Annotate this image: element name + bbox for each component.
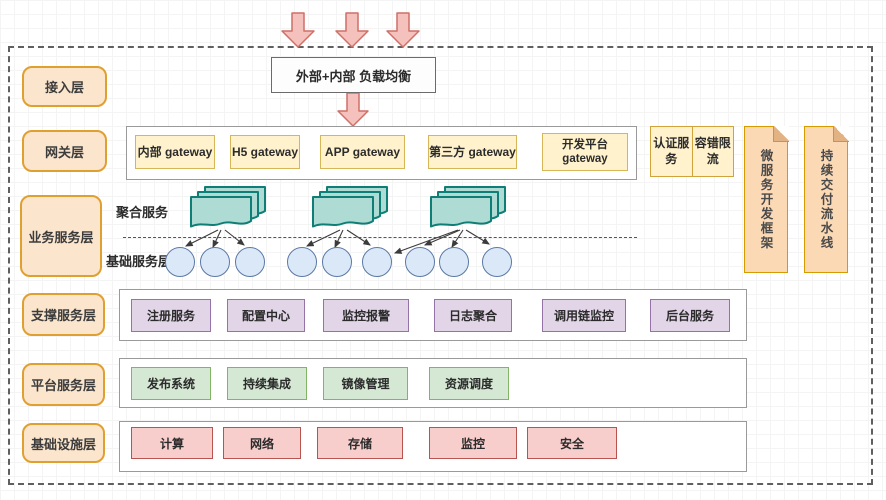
gateway-app-label: APP gateway [324, 144, 401, 159]
auth-service-cell: 认证服务 [651, 127, 693, 176]
layer-access: 接入层 [22, 66, 107, 107]
base-service-node [362, 247, 392, 277]
ribbon-microservice-framework: 微服务开发框架 [744, 125, 789, 273]
load-balancer-box: 外部+内部 负载均衡 [271, 57, 436, 93]
infra-monitoring: 监控 [429, 427, 517, 459]
folded-corner-icon [832, 125, 849, 142]
auth-service-label: 认证服务 [653, 135, 690, 166]
gateway-internal: 内部 gateway [135, 135, 215, 169]
ribbon-cd-pipeline-label: 持续交付流水线 [818, 148, 833, 251]
folded-corner-icon [772, 125, 789, 142]
support-log-aggregation-label: 日志聚合 [448, 309, 497, 323]
support-config-center-label: 配置中心 [241, 309, 290, 323]
platform-ci-label: 持续集成 [242, 377, 291, 391]
aggregation-service-stack-icon [190, 186, 266, 228]
gateway-thirdparty: 第三方 gateway [428, 135, 517, 169]
aggregation-services-label: 聚合服务 [116, 205, 169, 220]
base-services-label: 基础服务层 [106, 254, 172, 269]
support-tracing: 调用链监控 [542, 299, 626, 332]
layer-gateway-label: 网关层 [44, 144, 84, 160]
inbound-arrow-icon [386, 12, 420, 48]
aggregation-service-stack-icon [312, 186, 388, 228]
auth-fault-box: 认证服务 容错限流 [650, 126, 734, 177]
layer-platform-label: 平台服务层 [30, 378, 96, 393]
gateway-h5: H5 gateway [230, 135, 300, 169]
support-config-center: 配置中心 [227, 299, 305, 332]
layer-infrastructure-label: 基础设施层 [30, 436, 96, 452]
platform-image-mgmt: 镜像管理 [323, 367, 408, 400]
aggregation-service-stack-icon [430, 186, 506, 228]
layer-platform: 平台服务层 [22, 363, 105, 406]
layer-support: 支撑服务层 [22, 293, 105, 336]
support-monitor-alert-label: 监控报警 [341, 309, 390, 323]
layer-access-label: 接入层 [44, 80, 84, 95]
infra-compute: 计算 [131, 427, 213, 459]
infra-network-label: 网络 [249, 436, 274, 451]
base-service-node [439, 247, 469, 277]
support-tracing-label: 调用链监控 [553, 309, 614, 323]
base-service-node [322, 247, 352, 277]
gateway-devplatform-label: 开发平台 gateway [562, 138, 608, 165]
load-balancer-label: 外部+内部 负载均衡 [295, 68, 412, 84]
gateway-devplatform: 开发平台 gateway [542, 133, 628, 171]
support-backend-label: 后台服务 [665, 309, 714, 323]
ribbon-cd-pipeline: 持续交付流水线 [804, 125, 849, 273]
layer-gateway: 网关层 [22, 130, 107, 172]
support-monitor-alert: 监控报警 [323, 299, 409, 332]
platform-resource-scheduling-label: 资源调度 [444, 377, 493, 391]
diagram-frame [8, 46, 873, 485]
ribbon-microservice-framework-label: 微服务开发框架 [758, 148, 773, 251]
platform-release-label: 发布系统 [146, 377, 195, 391]
layer-support-label: 支撑服务层 [30, 308, 96, 323]
support-log-aggregation: 日志聚合 [434, 299, 512, 332]
business-separator-line [123, 237, 637, 238]
base-service-node [235, 247, 265, 277]
support-registry-label: 注册服务 [146, 309, 195, 323]
inbound-arrow-icon [335, 12, 369, 48]
base-service-node [165, 247, 195, 277]
support-backend: 后台服务 [650, 299, 730, 332]
layer-infrastructure: 基础设施层 [22, 423, 105, 463]
inbound-arrow-icon [281, 12, 315, 48]
layer-business: 业务服务层 [20, 195, 102, 277]
base-service-node [405, 247, 435, 277]
fault-tolerance-cell: 容错限流 [693, 127, 734, 176]
platform-image-mgmt-label: 镜像管理 [341, 377, 390, 391]
gateway-h5-label: H5 gateway [231, 144, 299, 159]
lb-to-gateway-arrow-icon [337, 92, 369, 127]
support-services-container [119, 289, 747, 341]
gateway-thirdparty-label: 第三方 gateway [429, 144, 516, 159]
gateway-internal-label: 内部 gateway [137, 144, 213, 159]
infra-security: 安全 [527, 427, 617, 459]
base-service-node [482, 247, 512, 277]
platform-resource-scheduling: 资源调度 [429, 367, 509, 400]
support-registry: 注册服务 [131, 299, 211, 332]
base-service-node [287, 247, 317, 277]
layer-business-label: 业务服务层 [28, 229, 94, 245]
infra-storage-label: 存储 [347, 436, 372, 451]
infra-compute-label: 计算 [159, 436, 184, 451]
fault-tolerance-label: 容错限流 [694, 135, 731, 166]
infra-storage: 存储 [317, 427, 403, 459]
gateway-app: APP gateway [320, 135, 405, 169]
infra-monitoring-label: 监控 [460, 436, 485, 451]
base-service-node [200, 247, 230, 277]
infra-network: 网络 [223, 427, 301, 459]
platform-ci: 持续集成 [227, 367, 307, 400]
infra-security-label: 安全 [559, 436, 584, 451]
platform-release: 发布系统 [131, 367, 211, 400]
